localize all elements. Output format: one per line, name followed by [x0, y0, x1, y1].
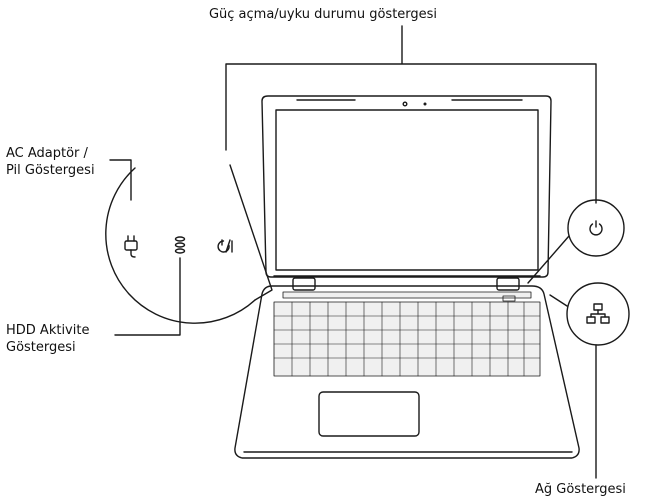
key-column-lines-1 [291, 301, 401, 377]
power-zoom-outline [567, 199, 625, 257]
hinge-left [292, 277, 316, 291]
speaker-grille [282, 291, 532, 299]
key-column-lines-2 [417, 301, 525, 377]
network-zoom-circle [549, 282, 630, 346]
base-outer [234, 285, 580, 459]
webcam-dot [423, 102, 427, 106]
power-indicator-label: Güç açma/uyku durumu göstergesi [208, 7, 438, 22]
network-zoom-pointer [549, 294, 568, 307]
power-zoom-pointer [527, 235, 570, 284]
touchpad [318, 391, 420, 437]
hdd-activity-icon [174, 236, 186, 254]
lid-outer [261, 95, 552, 278]
webcam-icon [402, 101, 408, 107]
screen [275, 109, 539, 271]
keyboard-keys [273, 301, 541, 377]
hdd-leader-line [114, 257, 181, 336]
ac-adapter-label-line1: AC Adaptör / [6, 146, 88, 161]
zoom-bubble-outline [105, 167, 256, 324]
hdd-activity-label: HDD Aktivite Göstergesi [6, 322, 89, 356]
ac-plug-icon [124, 235, 138, 258]
keyboard [273, 301, 541, 377]
ac-adapter-label-line2: Pil Göstergesi [6, 163, 95, 178]
hdd-activity-label-line2: Göstergesi [6, 340, 76, 355]
power-zoom-circle [527, 199, 625, 284]
left-zoom-bubble [105, 164, 273, 324]
power-icon [589, 220, 603, 236]
laptop-lid [261, 95, 552, 278]
hdd-activity-label-line1: HDD Aktivite [6, 323, 90, 338]
key-row-lines [273, 315, 541, 359]
leader-lines [109, 25, 597, 479]
power-sleep-icon [217, 239, 233, 253]
network-indicator-label: Ağ Göstergesi [535, 482, 626, 497]
power-leader-line [225, 25, 597, 204]
zoom-bubble-tail [229, 164, 273, 301]
network-icon [586, 303, 610, 324]
network-zoom-outline [566, 282, 630, 346]
hinge-right [496, 277, 520, 291]
ac-leader-line [109, 159, 132, 201]
ac-adapter-label: AC Adaptör / Pil Göstergesi [6, 145, 95, 179]
laptop-base [234, 277, 580, 459]
power-button-key [502, 295, 516, 302]
